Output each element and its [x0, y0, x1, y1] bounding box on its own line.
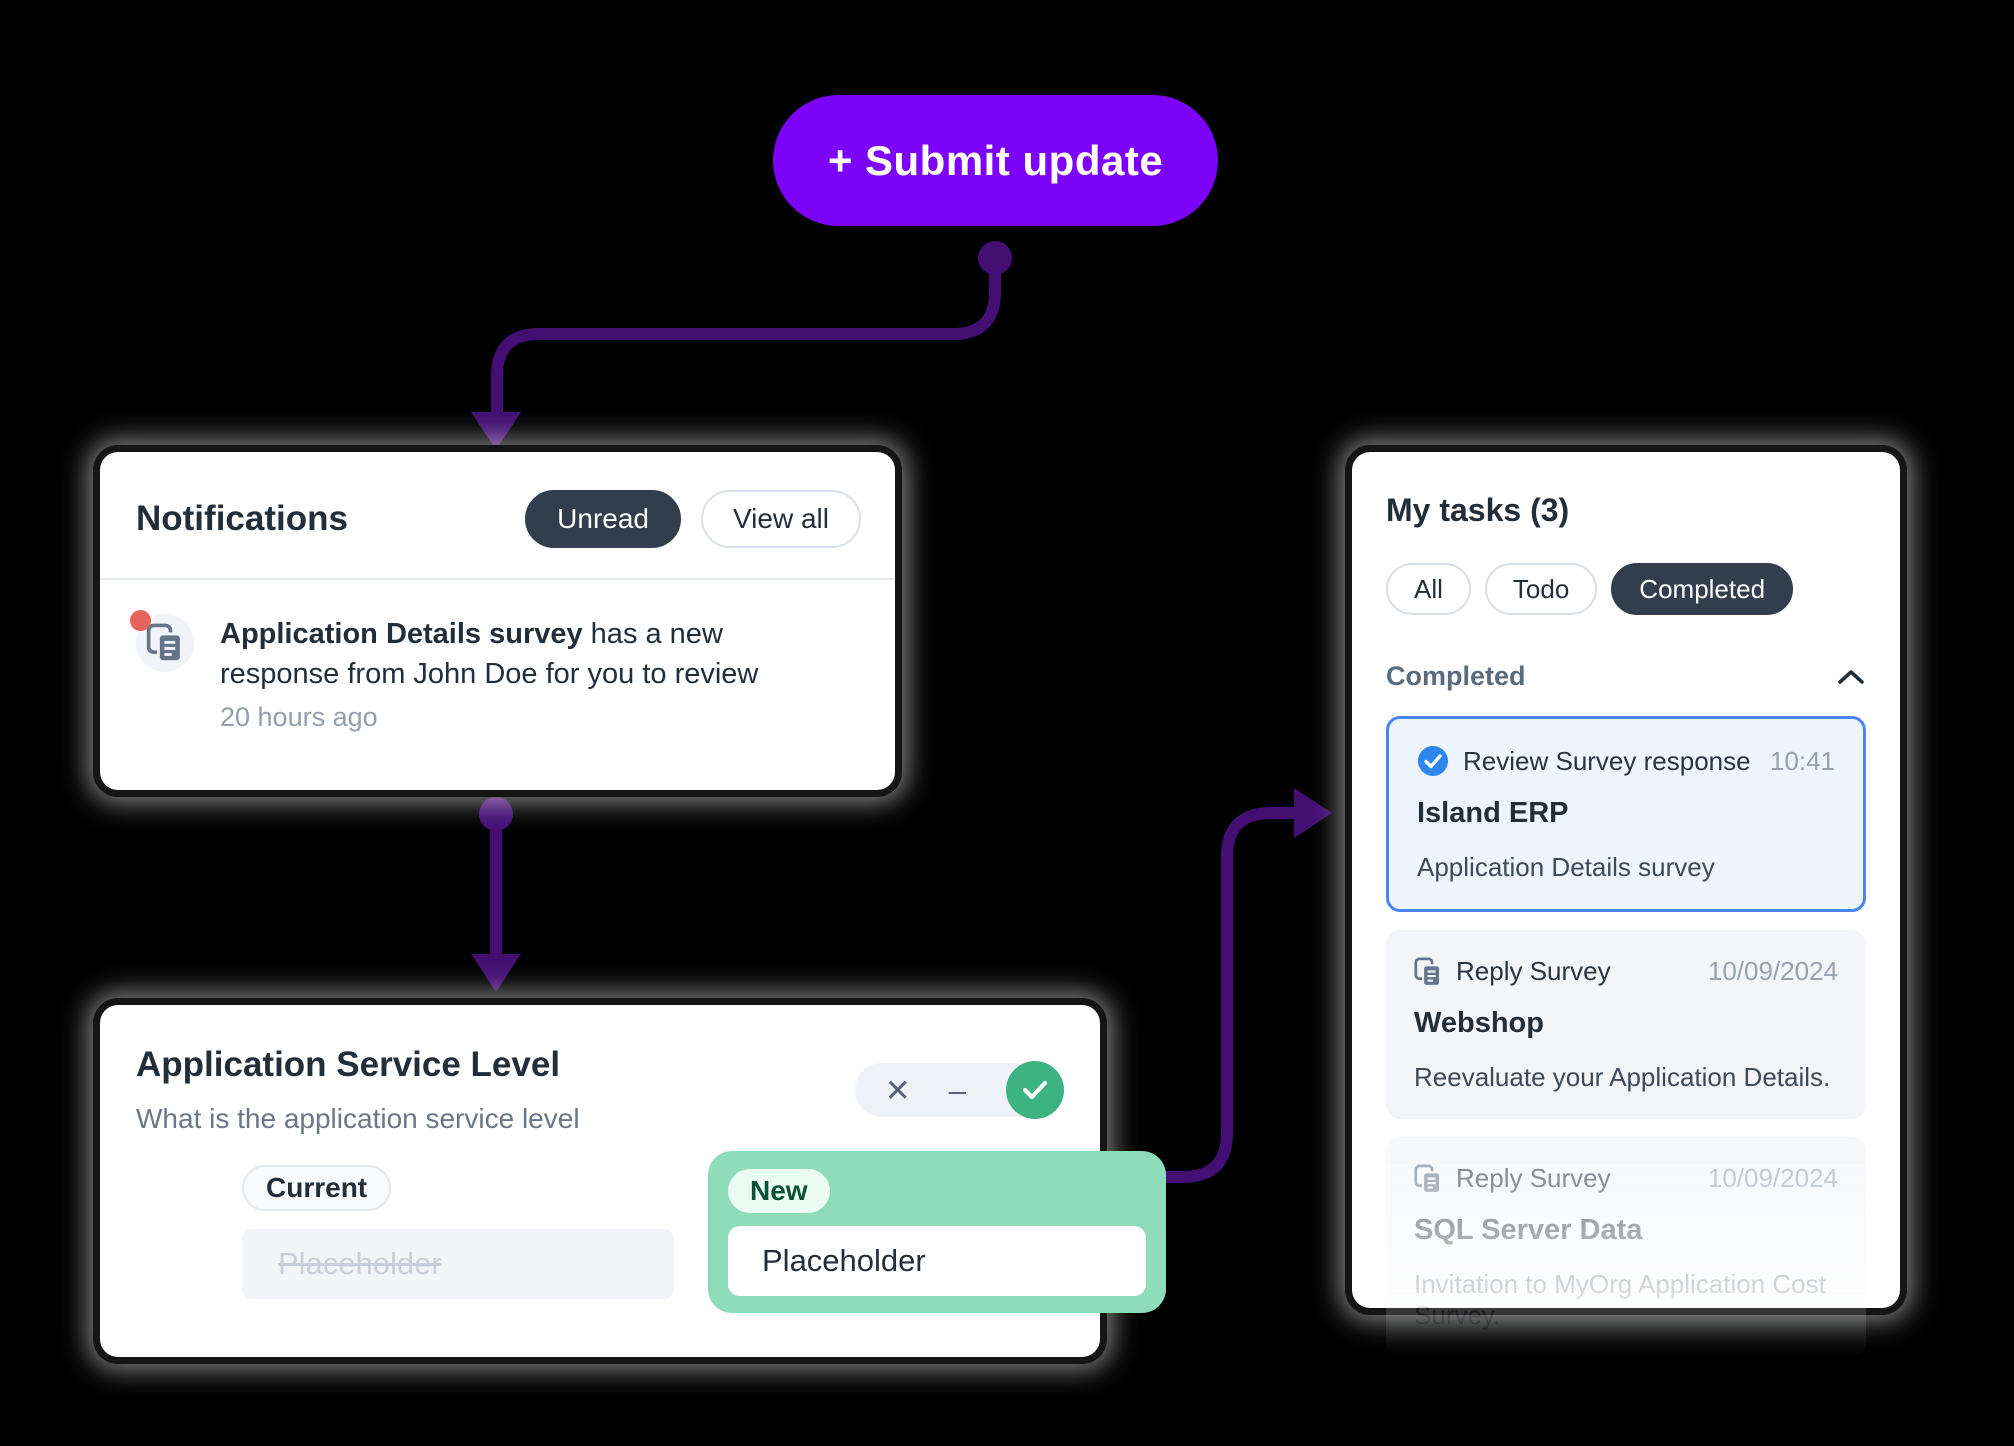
notification-title-rest: has a new response from John Doe for you… [220, 618, 759, 691]
notification-title-bold: Application Details survey [220, 618, 583, 650]
task-title: Reply Survey [1456, 1163, 1611, 1193]
minus-icon[interactable]: – [948, 1072, 966, 1108]
completed-section-header[interactable]: Completed [1386, 661, 1866, 692]
confirm-button[interactable] [1006, 1061, 1064, 1119]
notification-text: Application Details survey has a new res… [220, 614, 800, 733]
task-time: 10:41 [1769, 745, 1835, 776]
current-value-field: Placeholder [242, 1229, 674, 1299]
connector-dot [479, 797, 513, 831]
survey-copy-icon [1414, 1164, 1442, 1194]
divider [100, 578, 895, 580]
task-description: Reevaluate your Application Details. [1414, 1062, 1831, 1092]
new-value-input[interactable]: Placeholder [728, 1226, 1146, 1296]
notification-item[interactable]: Application Details survey has a new res… [100, 580, 895, 733]
task-date: 10/09/2024 [1707, 1163, 1838, 1193]
survey-action-bar: ✕ – [854, 1061, 1064, 1119]
new-value-group: New Placeholder [708, 1151, 1166, 1313]
notifications-filter-group: Unread View all [525, 490, 861, 548]
survey-copy-icon [146, 623, 183, 663]
task-list: Review Survey response 10:41 Island ERP … [1386, 716, 1866, 1357]
completed-section-label: Completed [1386, 661, 1526, 691]
notification-timestamp: 20 hours ago [220, 702, 378, 733]
filter-all-button[interactable]: All [1386, 563, 1471, 615]
close-icon[interactable]: ✕ [884, 1072, 911, 1108]
task-title: Review Survey response [1463, 745, 1751, 776]
task-title: Reply Survey [1456, 956, 1611, 986]
task-description: Application Details survey [1417, 852, 1715, 882]
current-value-text: Placeholder [278, 1246, 442, 1281]
task-description: Invitation to MyOrg Application Cost Sur… [1414, 1269, 1826, 1330]
task-card-sql-server-data[interactable]: Reply Survey 10/09/2024 SQL Server Data … [1386, 1137, 1866, 1357]
notifications-card: Notifications Unread View all App [100, 452, 895, 790]
view-all-button[interactable]: View all [701, 490, 861, 548]
tasks-filter-group: All Todo Completed [1386, 563, 1866, 615]
my-tasks-card: My tasks (3) All Todo Completed Complete… [1352, 452, 1900, 1357]
filter-todo-button[interactable]: Todo [1484, 563, 1598, 615]
arrowhead-down-icon [471, 412, 521, 450]
task-card-review-survey[interactable]: Review Survey response 10:41 Island ERP … [1386, 716, 1866, 912]
notifications-title: Notifications [136, 499, 348, 538]
connector-service-level-to-tasks [1125, 807, 1296, 1183]
survey-copy-icon [1414, 957, 1442, 987]
submit-update-button[interactable]: + Submit update [773, 95, 1218, 226]
new-badge: New [728, 1169, 830, 1213]
connector-submit-to-notifications [491, 262, 1001, 416]
arrowhead-right-icon [1294, 788, 1332, 838]
filter-completed-button[interactable]: Completed [1611, 563, 1794, 615]
check-icon [1022, 1080, 1048, 1100]
unread-dot [130, 610, 151, 631]
arrowhead-down-icon [471, 954, 521, 992]
avatar [130, 610, 194, 672]
task-name: Webshop [1414, 1007, 1544, 1039]
service-level-title: Application Service Level [136, 1045, 561, 1084]
chevron-up-icon[interactable] [1836, 668, 1866, 686]
my-tasks-title: My tasks (3) [1386, 492, 1570, 528]
task-card-webshop[interactable]: Reply Survey 10/09/2024 Webshop Reevalua… [1386, 930, 1866, 1119]
filter-unread-button[interactable]: Unread [525, 490, 682, 548]
notifications-header: Notifications Unread View all [100, 452, 895, 578]
task-name: Island ERP [1417, 797, 1569, 829]
task-date: 10/09/2024 [1707, 956, 1838, 986]
current-badge: Current [242, 1165, 392, 1211]
connector-dot [978, 241, 1012, 275]
service-level-question: What is the application service level [136, 1103, 580, 1134]
current-value-group: Current Placeholder [242, 1165, 674, 1299]
check-circle-icon [1418, 746, 1448, 776]
service-level-card: Application Service Level What is the ap… [100, 1005, 1166, 1357]
task-name: SQL Server Data [1414, 1214, 1643, 1246]
